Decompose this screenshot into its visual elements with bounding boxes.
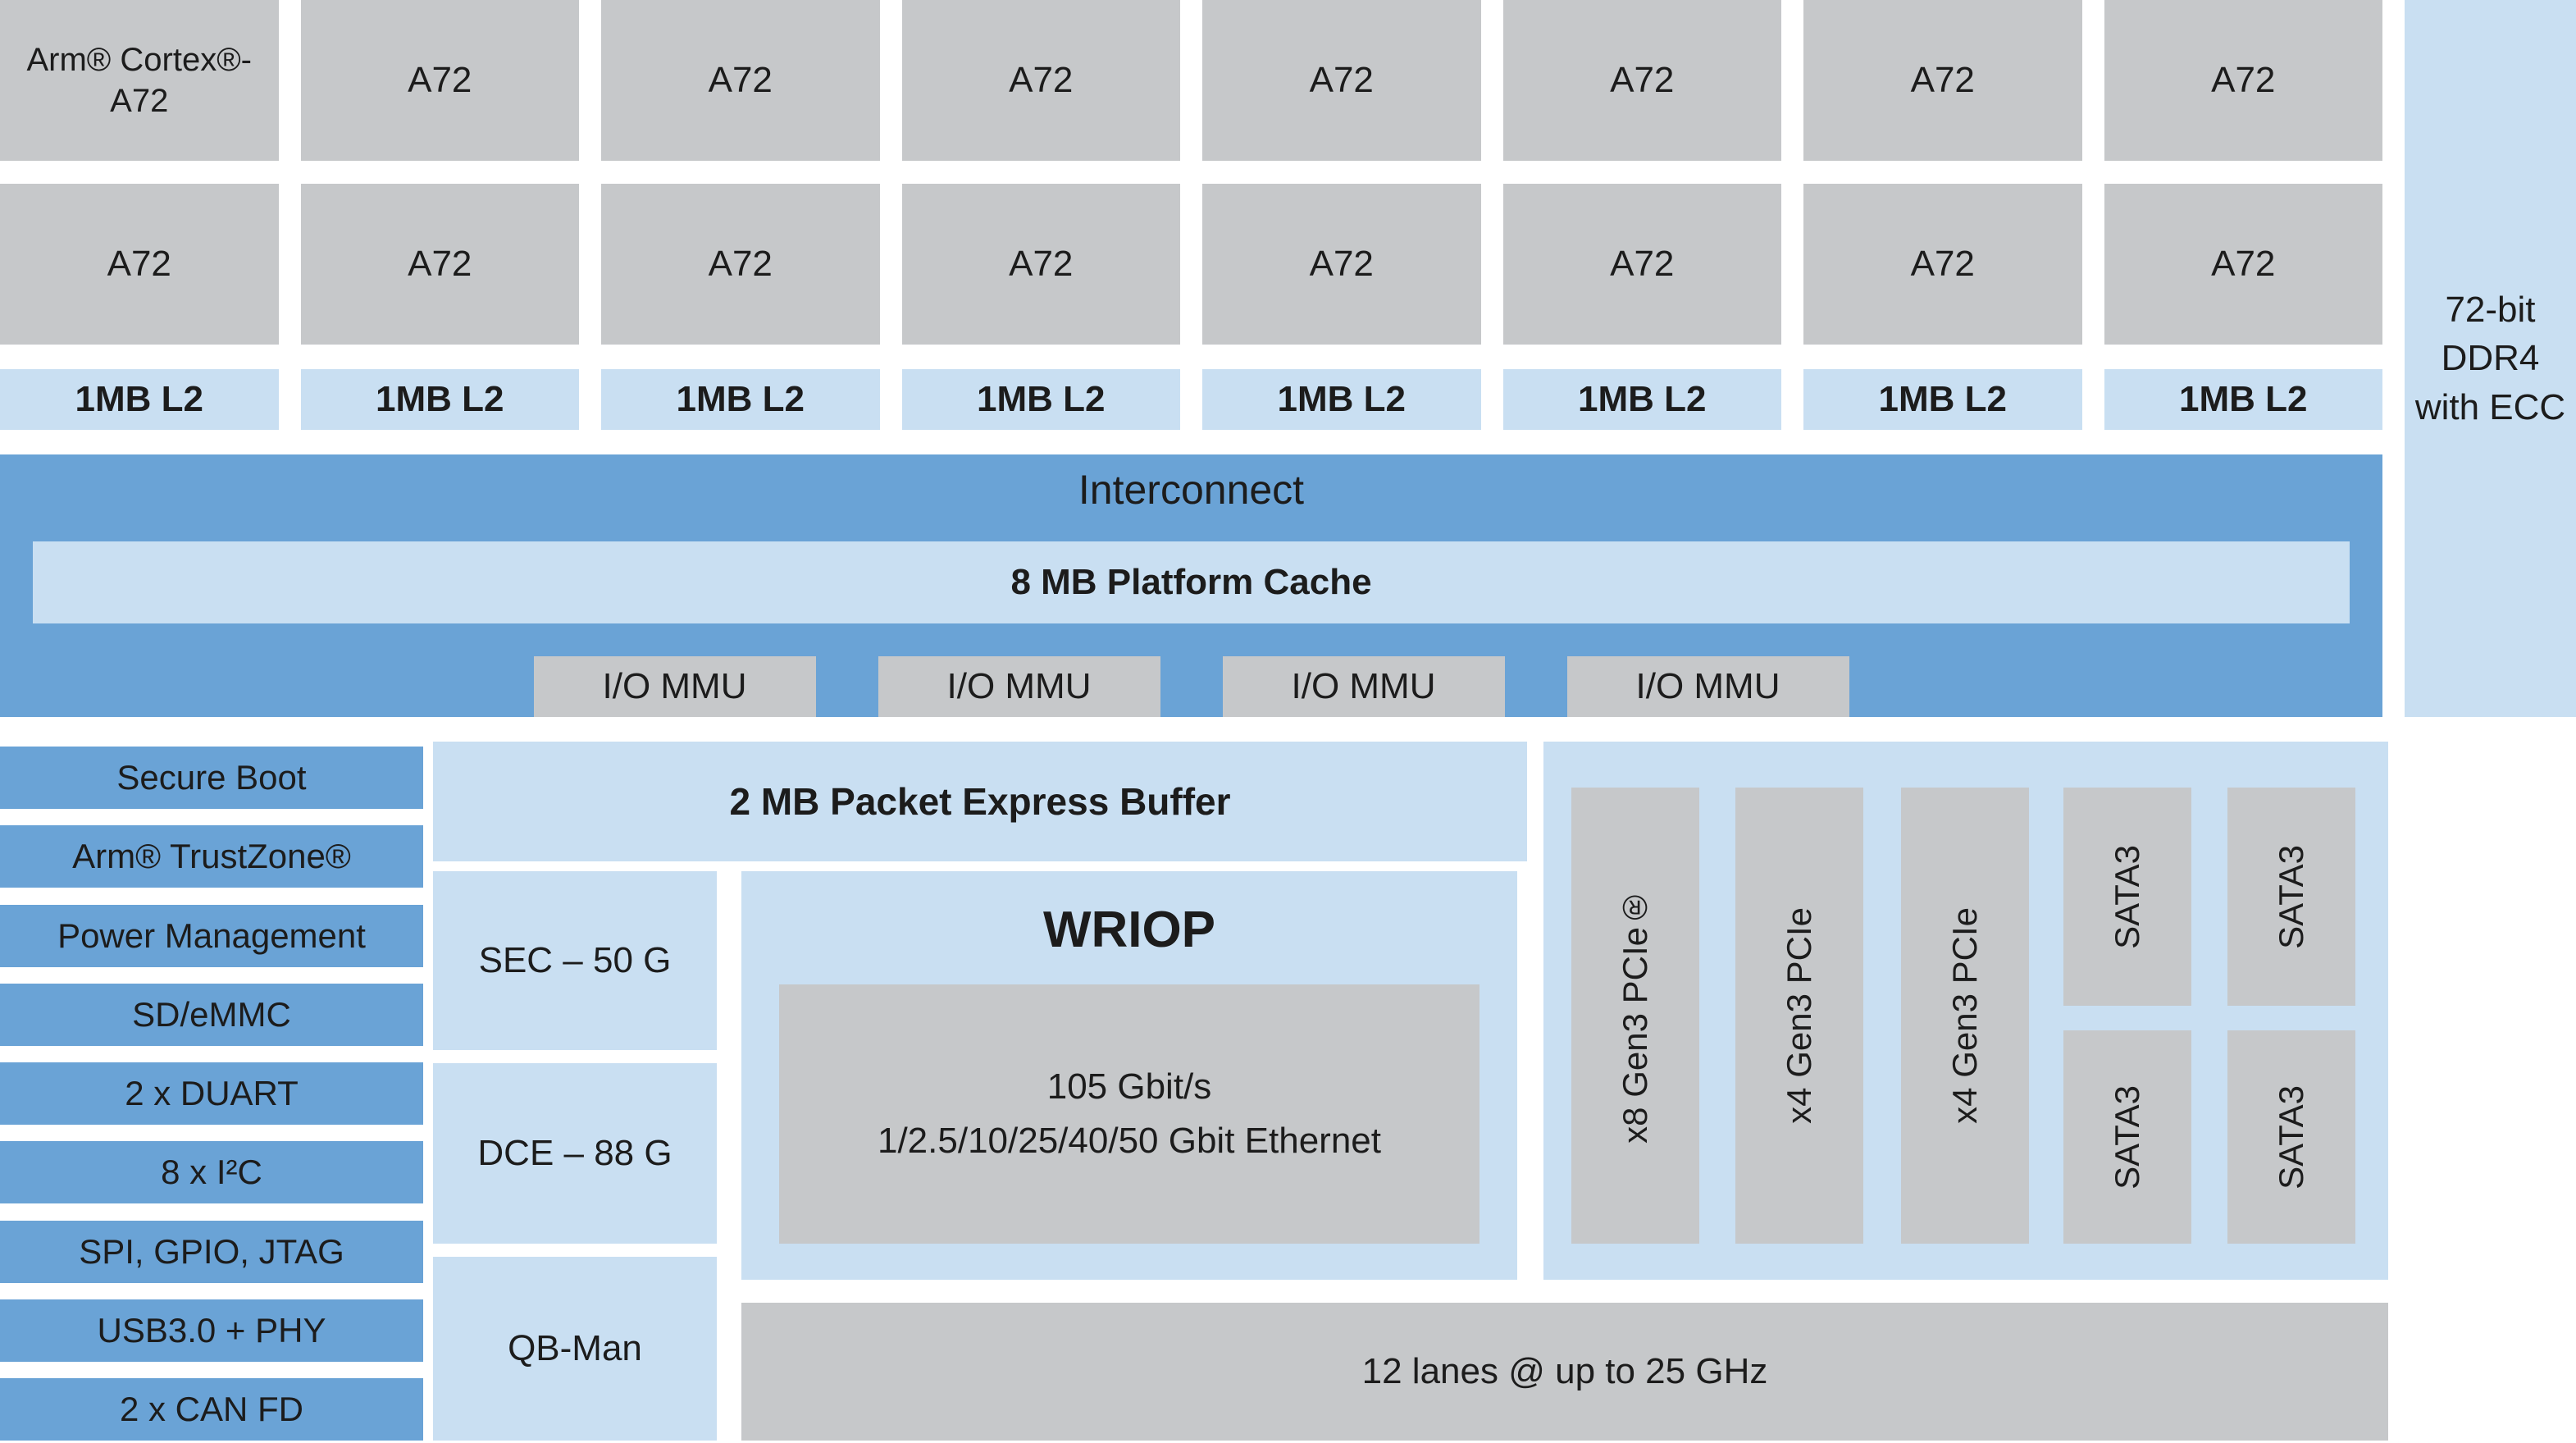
accelerator-qbman-box: QB-Man <box>433 1257 717 1441</box>
sata3-label: SATA3 <box>2108 1085 2146 1190</box>
peripheral-item-power-management: Power Management <box>0 904 423 967</box>
ethernet-box: 105 Gbit/s 1/2.5/10/25/40/50 Gbit Ethern… <box>779 984 1479 1244</box>
peripheral-item-trustzone: Arm® TrustZone® <box>0 825 423 888</box>
sata3-box: SATA3 <box>2227 1030 2355 1244</box>
peripheral-column: Secure Boot Arm® TrustZone® Power Manage… <box>0 747 423 1441</box>
cpu-core-box: A72 <box>901 184 1180 345</box>
peripheral-item-i2c: 8 x I²C <box>0 1141 423 1204</box>
l2-cache-box: 1MB L2 <box>1202 369 1481 430</box>
io-mmu-box: I/O MMU <box>1222 656 1505 717</box>
ddr-memory-box: 72-bit DDR4 with ECC <box>2405 0 2576 717</box>
l2-cache-box: 1MB L2 <box>2104 369 2382 430</box>
cpu-core-box: A72 <box>1202 0 1481 161</box>
interconnect-title: Interconnect <box>1078 467 1305 513</box>
accelerator-sec-box: SEC – 50 G <box>433 871 717 1050</box>
cpu-core-box: A72 <box>1803 0 2082 161</box>
sata3-label: SATA3 <box>2108 844 2146 949</box>
cpu-core-box: A72 <box>601 0 880 161</box>
sata3-box: SATA3 <box>2063 1030 2191 1244</box>
peripheral-item-secure-boot: Secure Boot <box>0 747 423 809</box>
pcie-x8-label: x8 Gen3 PCIe® <box>1616 888 1654 1144</box>
cpu-core-box: Arm® Cortex®-A72 <box>0 0 279 161</box>
cpu-core-box: A72 <box>2104 184 2382 345</box>
cpu-core-row-1: Arm® Cortex®-A72 A72 A72 A72 A72 A72 A72… <box>0 0 2382 161</box>
l2-cache-box: 1MB L2 <box>300 369 579 430</box>
serdes-lanes-box: 12 lanes @ up to 25 GHz <box>741 1303 2388 1441</box>
pcie-x4-lane-box: x4 Gen3 PCIe <box>1901 788 2029 1244</box>
cpu-core-box: A72 <box>901 0 1180 161</box>
l2-cache-row: 1MB L2 1MB L2 1MB L2 1MB L2 1MB L2 1MB L… <box>0 369 2382 430</box>
io-mmu-box: I/O MMU <box>1566 656 1849 717</box>
pcie-x4-label: x4 Gen3 PCIe <box>1780 907 1818 1124</box>
wriop-block: WRIOP 105 Gbit/s 1/2.5/10/25/40/50 Gbit … <box>741 871 1517 1280</box>
peripheral-item-sd-emmc: SD/eMMC <box>0 983 423 1046</box>
cpu-core-box: A72 <box>1502 184 1781 345</box>
sata3-label: SATA3 <box>2272 1085 2310 1190</box>
pcie-x4-lane-box: x4 Gen3 PCIe <box>1735 788 1863 1244</box>
pcie-x4-label: x4 Gen3 PCIe <box>1945 907 1984 1124</box>
wriop-title: WRIOP <box>1042 902 1216 958</box>
platform-cache-box: 8 MB Platform Cache <box>33 541 2350 623</box>
high-speed-io-panel: x8 Gen3 PCIe® x4 Gen3 PCIe x4 Gen3 PCIe … <box>1543 742 2388 1280</box>
sata3-label: SATA3 <box>2272 844 2310 949</box>
peripheral-item-can-fd: 2 x CAN FD <box>0 1378 423 1441</box>
io-mmu-box: I/O MMU <box>878 656 1160 717</box>
l2-cache-box: 1MB L2 <box>0 369 279 430</box>
sata3-box: SATA3 <box>2227 788 2355 1006</box>
cpu-core-row-2: A72 A72 A72 A72 A72 A72 A72 A72 <box>0 184 2382 345</box>
l2-cache-box: 1MB L2 <box>1502 369 1781 430</box>
packet-express-buffer-box: 2 MB Packet Express Buffer <box>433 742 1527 861</box>
io-mmu-row: I/O MMU I/O MMU I/O MMU I/O MMU <box>0 656 2382 717</box>
interconnect-block: Interconnect 8 MB Platform Cache I/O MMU… <box>0 454 2382 717</box>
l2-cache-box: 1MB L2 <box>1803 369 2082 430</box>
sata3-box: SATA3 <box>2063 788 2191 1006</box>
cpu-core-box: A72 <box>2104 0 2382 161</box>
cpu-core-box: A72 <box>300 0 579 161</box>
peripheral-item-usb: USB3.0 + PHY <box>0 1299 423 1362</box>
cpu-core-box: A72 <box>1502 0 1781 161</box>
accelerator-dce-box: DCE – 88 G <box>433 1063 717 1244</box>
peripheral-item-duart: 2 x DUART <box>0 1062 423 1125</box>
cpu-core-box: A72 <box>1803 184 2082 345</box>
ethernet-rates-line: 1/2.5/10/25/40/50 Gbit Ethernet <box>877 1121 1381 1161</box>
cpu-core-box: A72 <box>601 184 880 345</box>
l2-cache-box: 1MB L2 <box>901 369 1180 430</box>
cpu-core-box: A72 <box>1202 184 1481 345</box>
l2-cache-box: 1MB L2 <box>601 369 880 430</box>
cpu-core-box: A72 <box>0 184 279 345</box>
pcie-x8-lane-box: x8 Gen3 PCIe® <box>1571 788 1699 1244</box>
io-mmu-box: I/O MMU <box>533 656 816 717</box>
cpu-core-box: A72 <box>300 184 579 345</box>
ethernet-speed-line: 105 Gbit/s <box>1046 1066 1212 1107</box>
peripheral-item-spi-gpio-jtag: SPI, GPIO, JTAG <box>0 1220 423 1283</box>
